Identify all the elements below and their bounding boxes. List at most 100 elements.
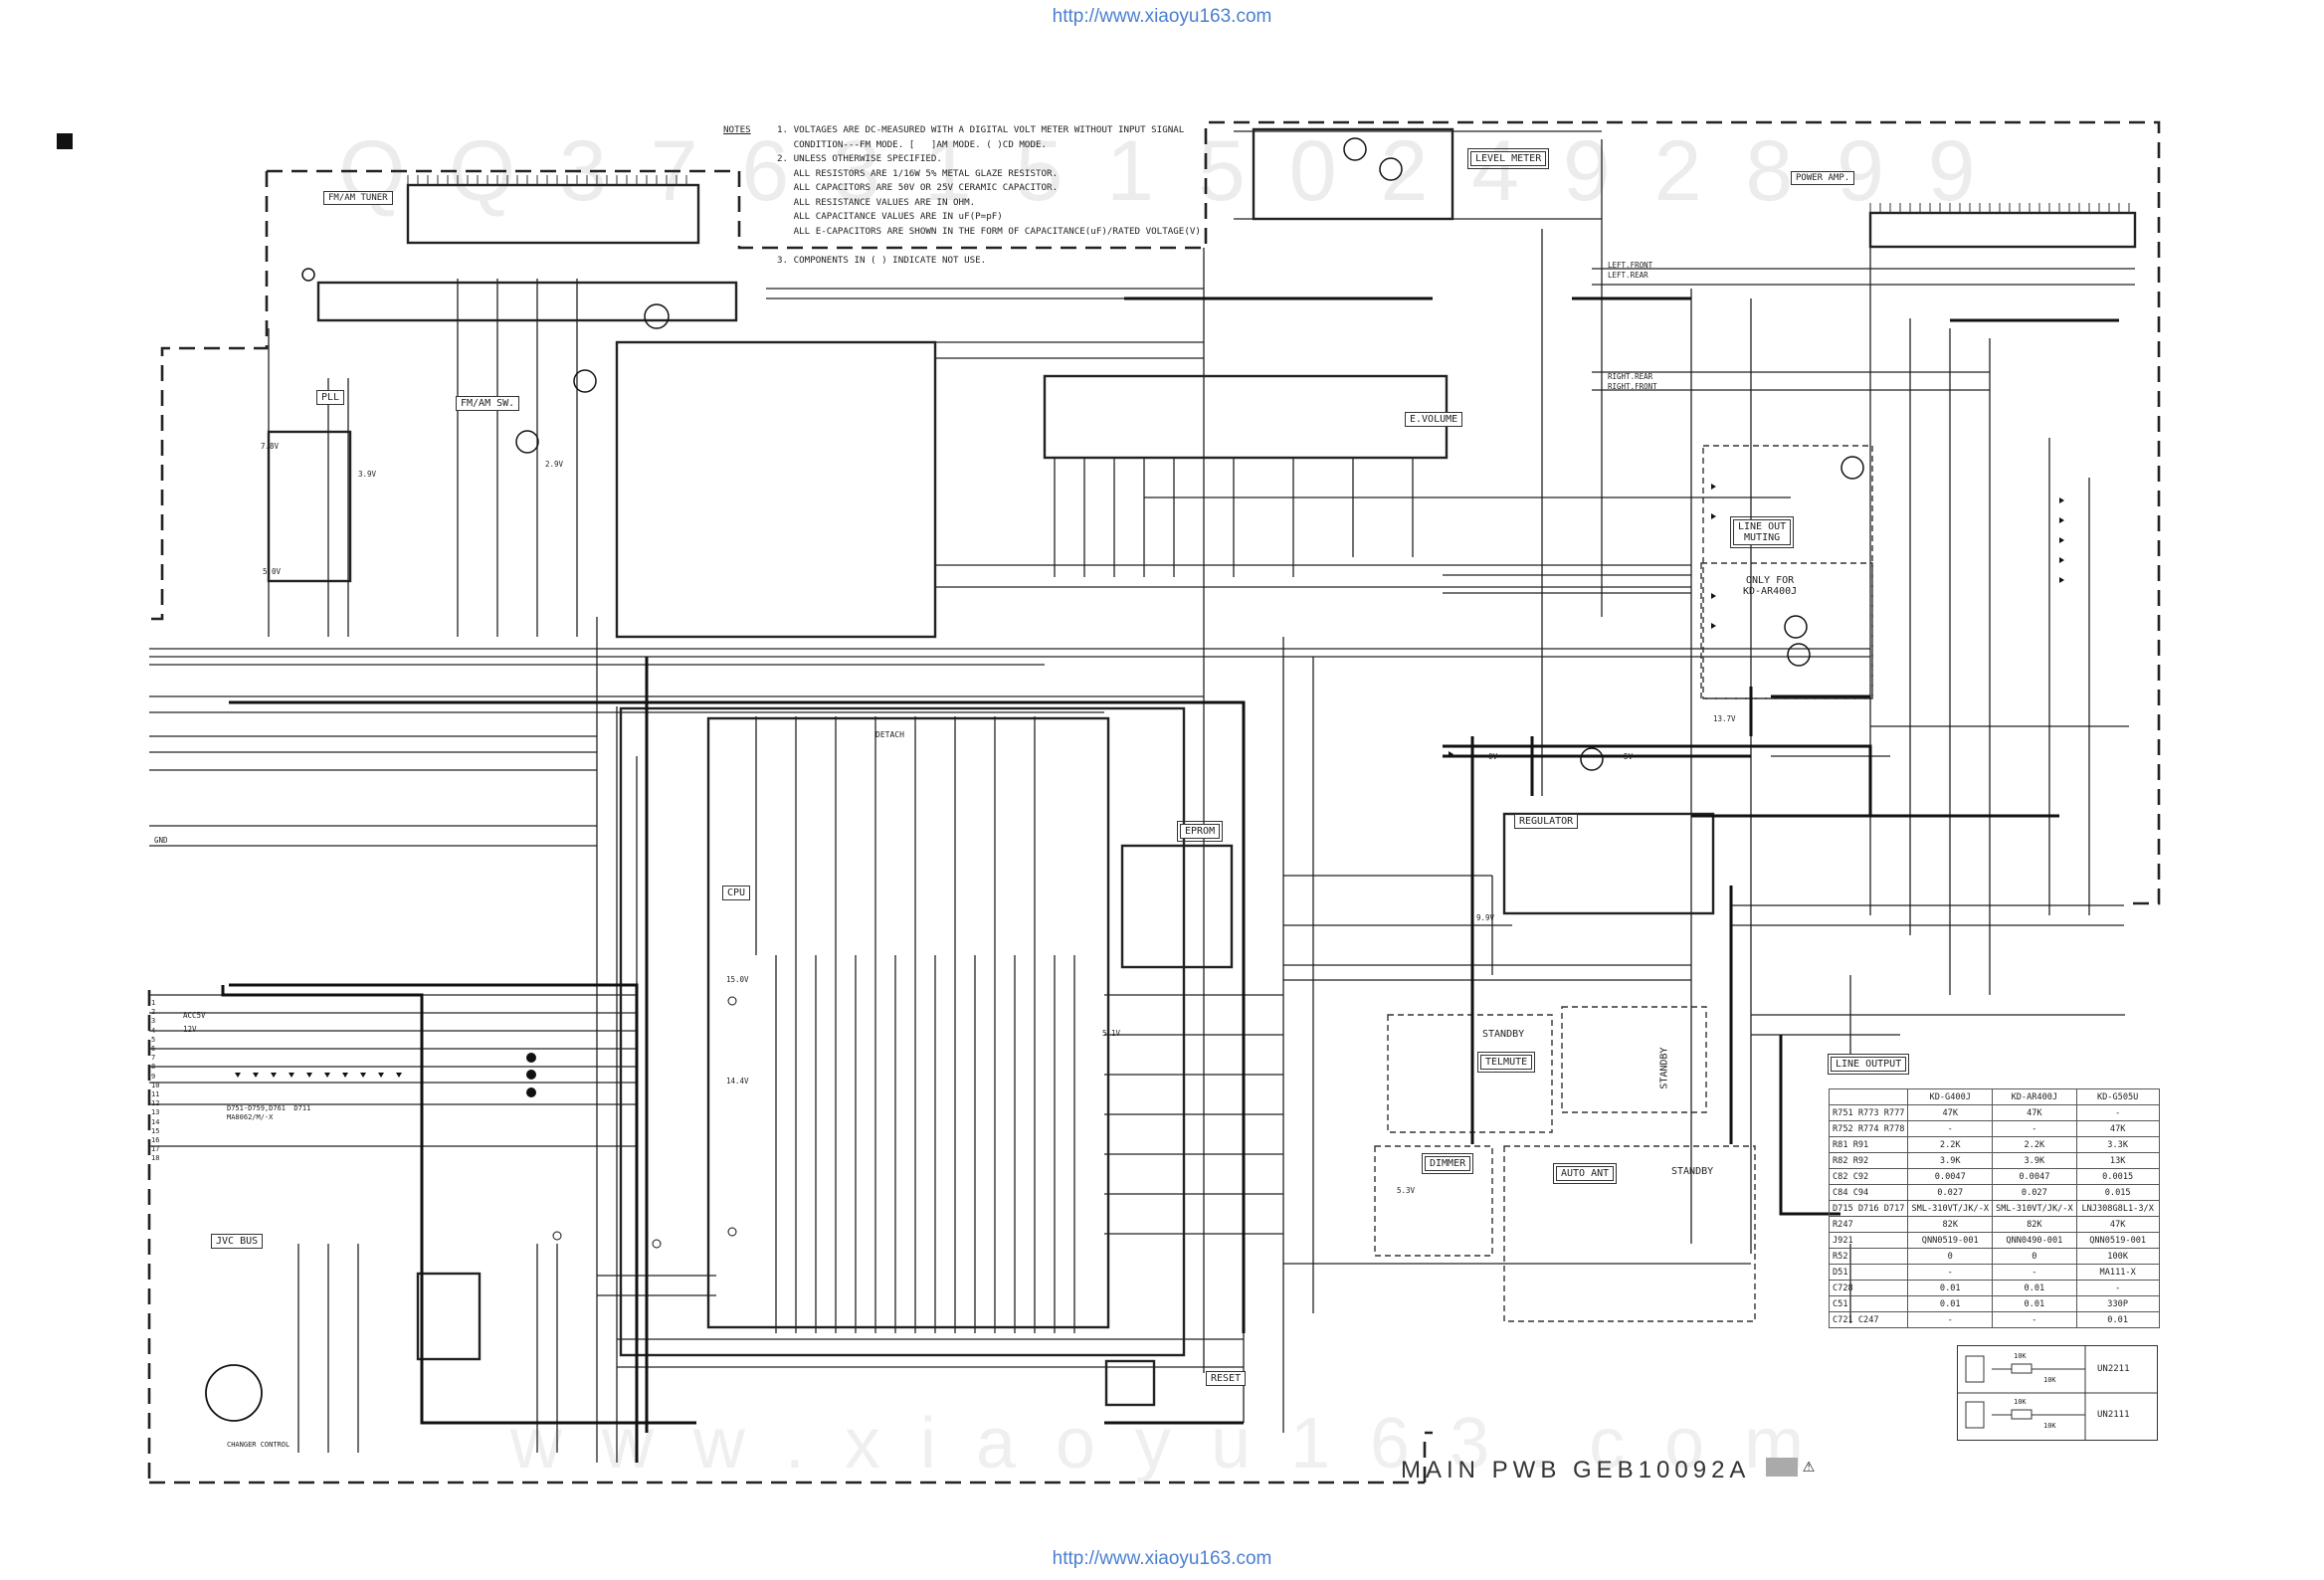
value-cell: 2.2K (1992, 1136, 2077, 1153)
notes-line: 2. UNLESS OTHERWISE SPECIFIED. (777, 153, 942, 164)
diode-note: D751-D759,D761 D711 MA8062/M/-X (227, 1104, 311, 1121)
connector-pin: 12 (151, 1099, 160, 1108)
part-ref-cell: C82 C92 (1828, 1168, 1909, 1185)
tuner-shield-inner (615, 340, 937, 639)
legend-r2-unit2: 10K (2043, 1422, 2056, 1430)
evolume-frame (1043, 374, 1449, 460)
value-cell: KD-G400J (1907, 1088, 1994, 1105)
value-cell: 0.01 (1907, 1295, 1994, 1312)
eprom-frame (1120, 844, 1234, 969)
line-output-row: D51--MA111-X (1828, 1264, 2160, 1281)
source-url-top[interactable]: http://www.xiaoyu163.com (1052, 6, 1272, 27)
connector-pin: 2 (151, 1008, 156, 1017)
board-outline (267, 120, 2161, 905)
connector-pin: 16 (151, 1136, 160, 1144)
fm-am-tuner-label: FM/AM TUNER (323, 191, 393, 205)
tuner-shield (316, 281, 738, 322)
level-meter-frame (1252, 127, 1454, 221)
auto-ant-label: AUTO ANT (1552, 1163, 1618, 1184)
board-outline-right-bottom (1423, 1431, 1433, 1482)
value-cell: 0 (1992, 1248, 2077, 1265)
telmute-label: TELMUTE (1476, 1052, 1536, 1073)
value-cell: 0.0047 (1907, 1168, 1994, 1185)
value-cell: 2.2K (1907, 1136, 1994, 1153)
jvc-bus-ic (416, 1272, 482, 1361)
connector-pin: 7 (151, 1054, 156, 1063)
value-cell: 0.01 (1907, 1280, 1994, 1296)
connector-pin: 13 (151, 1108, 160, 1117)
board-outline-left (143, 171, 269, 621)
notes-heading: NOTES (723, 124, 751, 135)
cpu-outer-frame (619, 706, 1186, 1357)
notes-line: 3. COMPONENTS IN ( ) INDICATE NOT USE. (777, 254, 987, 266)
notes-lines: 1. VOLTAGES ARE DC-MEASURED WITH A DIGIT… (723, 123, 1201, 268)
connector-pin: 18 (151, 1154, 160, 1163)
part-ref-cell: R247 (1828, 1216, 1909, 1233)
pll-label: PLL (316, 390, 345, 405)
value-cell: 0.015 (2075, 1184, 2160, 1201)
value-cell: - (1907, 1120, 1994, 1137)
tuner-frame (406, 183, 700, 245)
value-cell: 330P (2075, 1295, 2160, 1312)
left-front-signal: LEFT.FRONT (1608, 261, 1653, 270)
voltage-tag: 0V (1488, 752, 1498, 761)
connector-pin: 1 (151, 999, 156, 1007)
connector-pin: 14 (151, 1117, 160, 1126)
auto-ant-area (1503, 1145, 1756, 1322)
voltage-tag: 3.9V (358, 470, 377, 479)
value-cell: 0.027 (1907, 1184, 1994, 1201)
acc5v-signal: ACC5V (183, 1011, 206, 1020)
voltage-tag: 5V (1624, 752, 1634, 761)
value-cell: 0.027 (1992, 1184, 2077, 1201)
value-cell: 100K (2075, 1248, 2160, 1265)
voltage-tag: 2.9V (545, 460, 564, 469)
line-out-muting-label: LINE OUT MUTING (1729, 516, 1795, 548)
line-output-heading: LINE OUTPUT (1827, 1054, 1910, 1075)
voltage-tag: 13.7V (1713, 714, 1736, 723)
legend-r1-unit1: 10K (2014, 1352, 2027, 1360)
reset-frame (1104, 1359, 1156, 1407)
notes-line: ALL E-CAPACITORS ARE SHOWN IN THE FORM O… (777, 225, 1201, 237)
e-volume-label: E.VOLUME (1405, 412, 1463, 427)
connector-pin: 15 (151, 1126, 160, 1135)
line-out-muting-area (1702, 445, 1873, 699)
value-cell: 13K (2075, 1152, 2160, 1169)
pll-frame (267, 430, 352, 583)
value-cell: QNN0519-001 (1907, 1232, 1994, 1249)
legend-part-unit1: UN2211 (2097, 1364, 2130, 1374)
notes-line (777, 239, 1201, 254)
part-ref-cell: D715 D716 D717 (1828, 1200, 1909, 1217)
value-cell: 3.9K (1907, 1152, 1994, 1169)
value-cell: 0.0047 (1992, 1168, 2077, 1185)
value-cell: - (2075, 1280, 2160, 1296)
cpu-frame (706, 716, 1110, 1329)
value-cell: - (1992, 1264, 2077, 1281)
value-cell: - (2075, 1104, 2160, 1121)
connector-pin: 4 (151, 1026, 156, 1035)
value-cell: KD-G505U (2075, 1088, 2160, 1105)
part-ref-cell: C728 (1828, 1280, 1909, 1296)
part-ref-cell: C51 (1828, 1295, 1909, 1312)
notes-line: ALL CAPACITORS ARE 50V OR 25V CERAMIC CA… (777, 182, 1059, 193)
transistor-legend: 10K 10K UN2211 10K 10K UN2111 (1957, 1345, 2158, 1441)
fm-am-sw-label: FM/AM SW. (456, 396, 520, 411)
value-cell: KD-AR400J (1992, 1088, 2077, 1105)
value-cell: 0 (1907, 1248, 1994, 1265)
source-url-bottom[interactable]: http://www.xiaoyu163.com (1052, 1548, 1272, 1569)
part-ref-cell: R752 R774 R778 (1828, 1120, 1909, 1137)
standby-label-3: STANDBY (1671, 1166, 1714, 1177)
power-amp-frame (1868, 211, 2137, 249)
value-cell: - (1992, 1311, 2077, 1328)
value-cell: 47K (1992, 1104, 2077, 1121)
level-meter-label: LEVEL METER (1466, 148, 1550, 169)
cpu-label: CPU (722, 886, 751, 900)
